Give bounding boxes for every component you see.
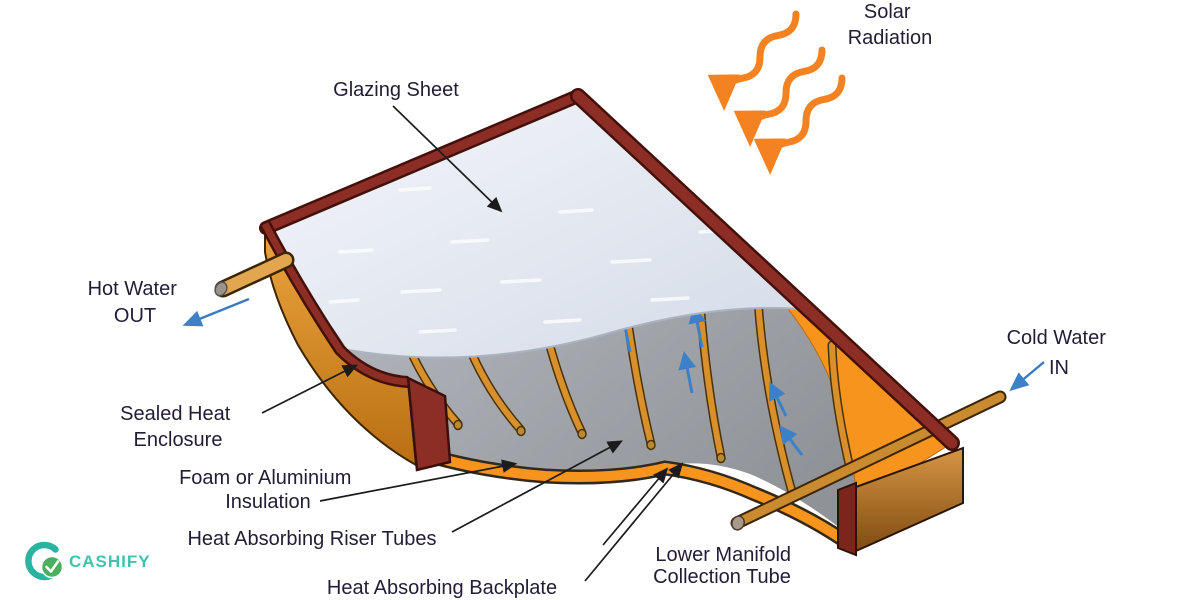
label-sealed-heat-enclosure: Sealed Heat Enclosure	[120, 403, 236, 451]
enclosure-end-cap	[406, 375, 452, 472]
solar-ray-icon	[733, 46, 826, 147]
manifold-tube	[730, 390, 1007, 531]
cashify-logo: CASHIFY	[25, 541, 151, 581]
cold-in-arrow-icon	[1009, 361, 1045, 392]
manifold-tube-end	[731, 515, 745, 531]
hot-water-pipe	[214, 251, 295, 298]
pipe-direction-arrows	[182, 297, 1045, 392]
pointer-backplate	[584, 462, 684, 582]
logo-check-icon	[40, 555, 64, 579]
solar-ray-icon	[707, 10, 800, 111]
flow-arrow-icon	[678, 351, 697, 394]
manifold-box	[837, 446, 964, 557]
solar-radiation-arrows	[707, 10, 846, 175]
label-lower-manifold: Lower Manifold Collection Tube	[653, 544, 797, 588]
pointer-sealed-enclosure	[261, 364, 359, 414]
label-riser-tubes: Heat Absorbing Riser Tubes	[187, 528, 436, 550]
pointer-riser-tubes	[451, 440, 623, 533]
label-glazing-sheet: Glazing Sheet	[333, 79, 459, 101]
flow-arrow-icon	[688, 305, 707, 348]
logo-wordmark: CASHIFY	[69, 552, 151, 571]
frame-edge-ne	[570, 88, 960, 451]
pointer-glazing	[392, 105, 503, 213]
label-hot-water-out: Hot Water OUT	[88, 278, 183, 327]
riser-tube	[827, 340, 855, 473]
pointer-lines	[261, 105, 684, 582]
pointer-manifold	[602, 467, 669, 546]
label-backplate: Heat Absorbing Backplate	[327, 577, 557, 599]
flow-arrow-icon	[769, 381, 788, 417]
flow-arrow-icon	[779, 425, 804, 456]
pointer-insulation	[319, 459, 518, 502]
hot-out-arrow-icon	[182, 297, 250, 327]
label-solar-radiation: Solar Radiation	[848, 1, 933, 49]
label-cold-water-in: Cold Water IN	[1007, 327, 1112, 379]
label-foam-insulation: Foam or Aluminium Insulation	[179, 467, 357, 513]
frame-edge-nw	[259, 89, 585, 235]
solar-ray-icon	[753, 74, 846, 175]
hot-pipe-end	[214, 281, 228, 297]
